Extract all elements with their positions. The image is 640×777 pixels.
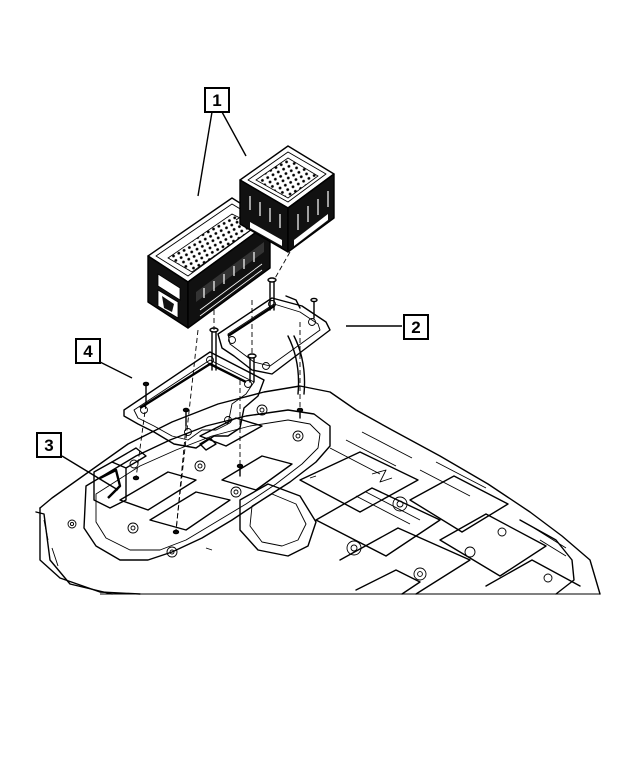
floor-pan xyxy=(35,385,601,595)
callout-1-label: 1 xyxy=(212,91,221,110)
callout-4: 4 xyxy=(75,338,101,364)
fasteners xyxy=(132,246,318,535)
leader-lines xyxy=(61,111,402,491)
tray-gasket xyxy=(123,351,265,451)
tray-gasket-upper xyxy=(217,295,331,395)
callout-1: 1 xyxy=(204,87,230,113)
storage-bin-small xyxy=(239,145,335,253)
callout-2-label: 2 xyxy=(411,318,420,337)
callout-4-label: 4 xyxy=(83,342,93,361)
callout-2: 2 xyxy=(403,314,429,340)
callout-3-label: 3 xyxy=(44,436,53,455)
callout-3: 3 xyxy=(36,432,62,458)
